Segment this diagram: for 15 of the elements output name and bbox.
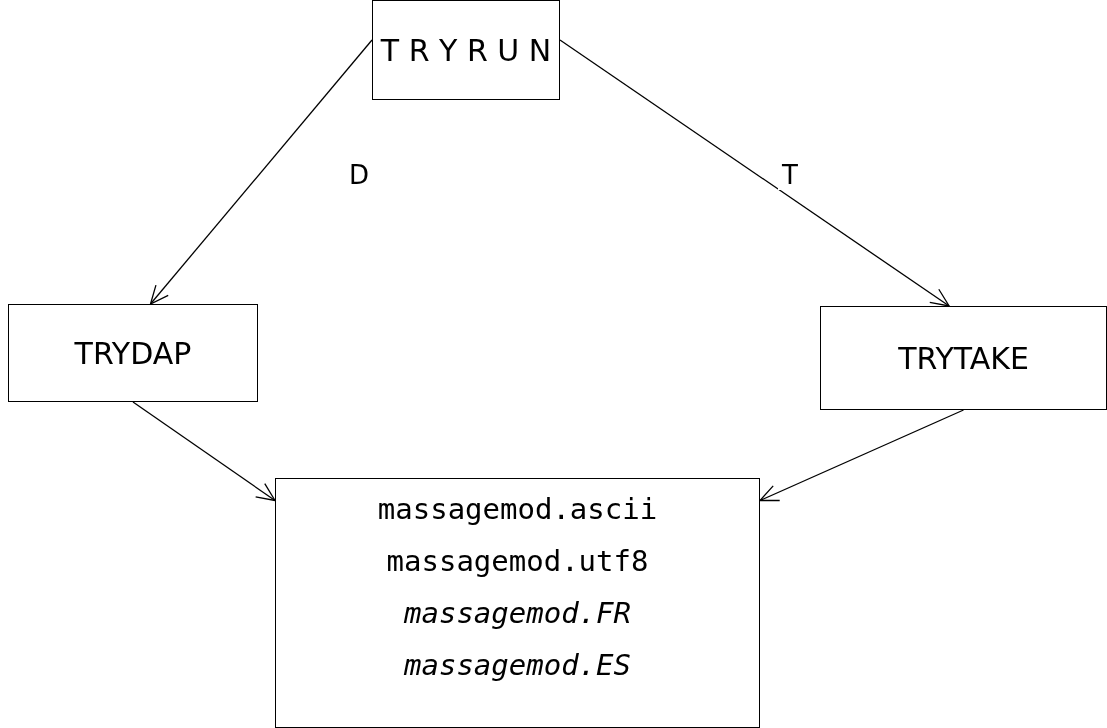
process-box — [820, 306, 1107, 410]
node-label: massagemod.ES — [404, 647, 631, 684]
node-label: T R Y R U N — [380, 32, 552, 68]
arrow — [149, 39, 373, 305]
node-label: TRYDAP — [74, 335, 192, 371]
node-label: massagemod.FR — [404, 595, 631, 632]
node-label: massagemod.utf8 — [386, 543, 649, 580]
arrow — [132, 401, 276, 502]
node-label: TRYTAKE — [898, 340, 1029, 376]
arrow — [759, 409, 965, 502]
arrow — [559, 39, 950, 307]
process-box — [372, 0, 560, 100]
node-label: massagemod.ascii — [377, 491, 658, 528]
process-box — [275, 478, 760, 728]
process-box — [8, 304, 258, 402]
